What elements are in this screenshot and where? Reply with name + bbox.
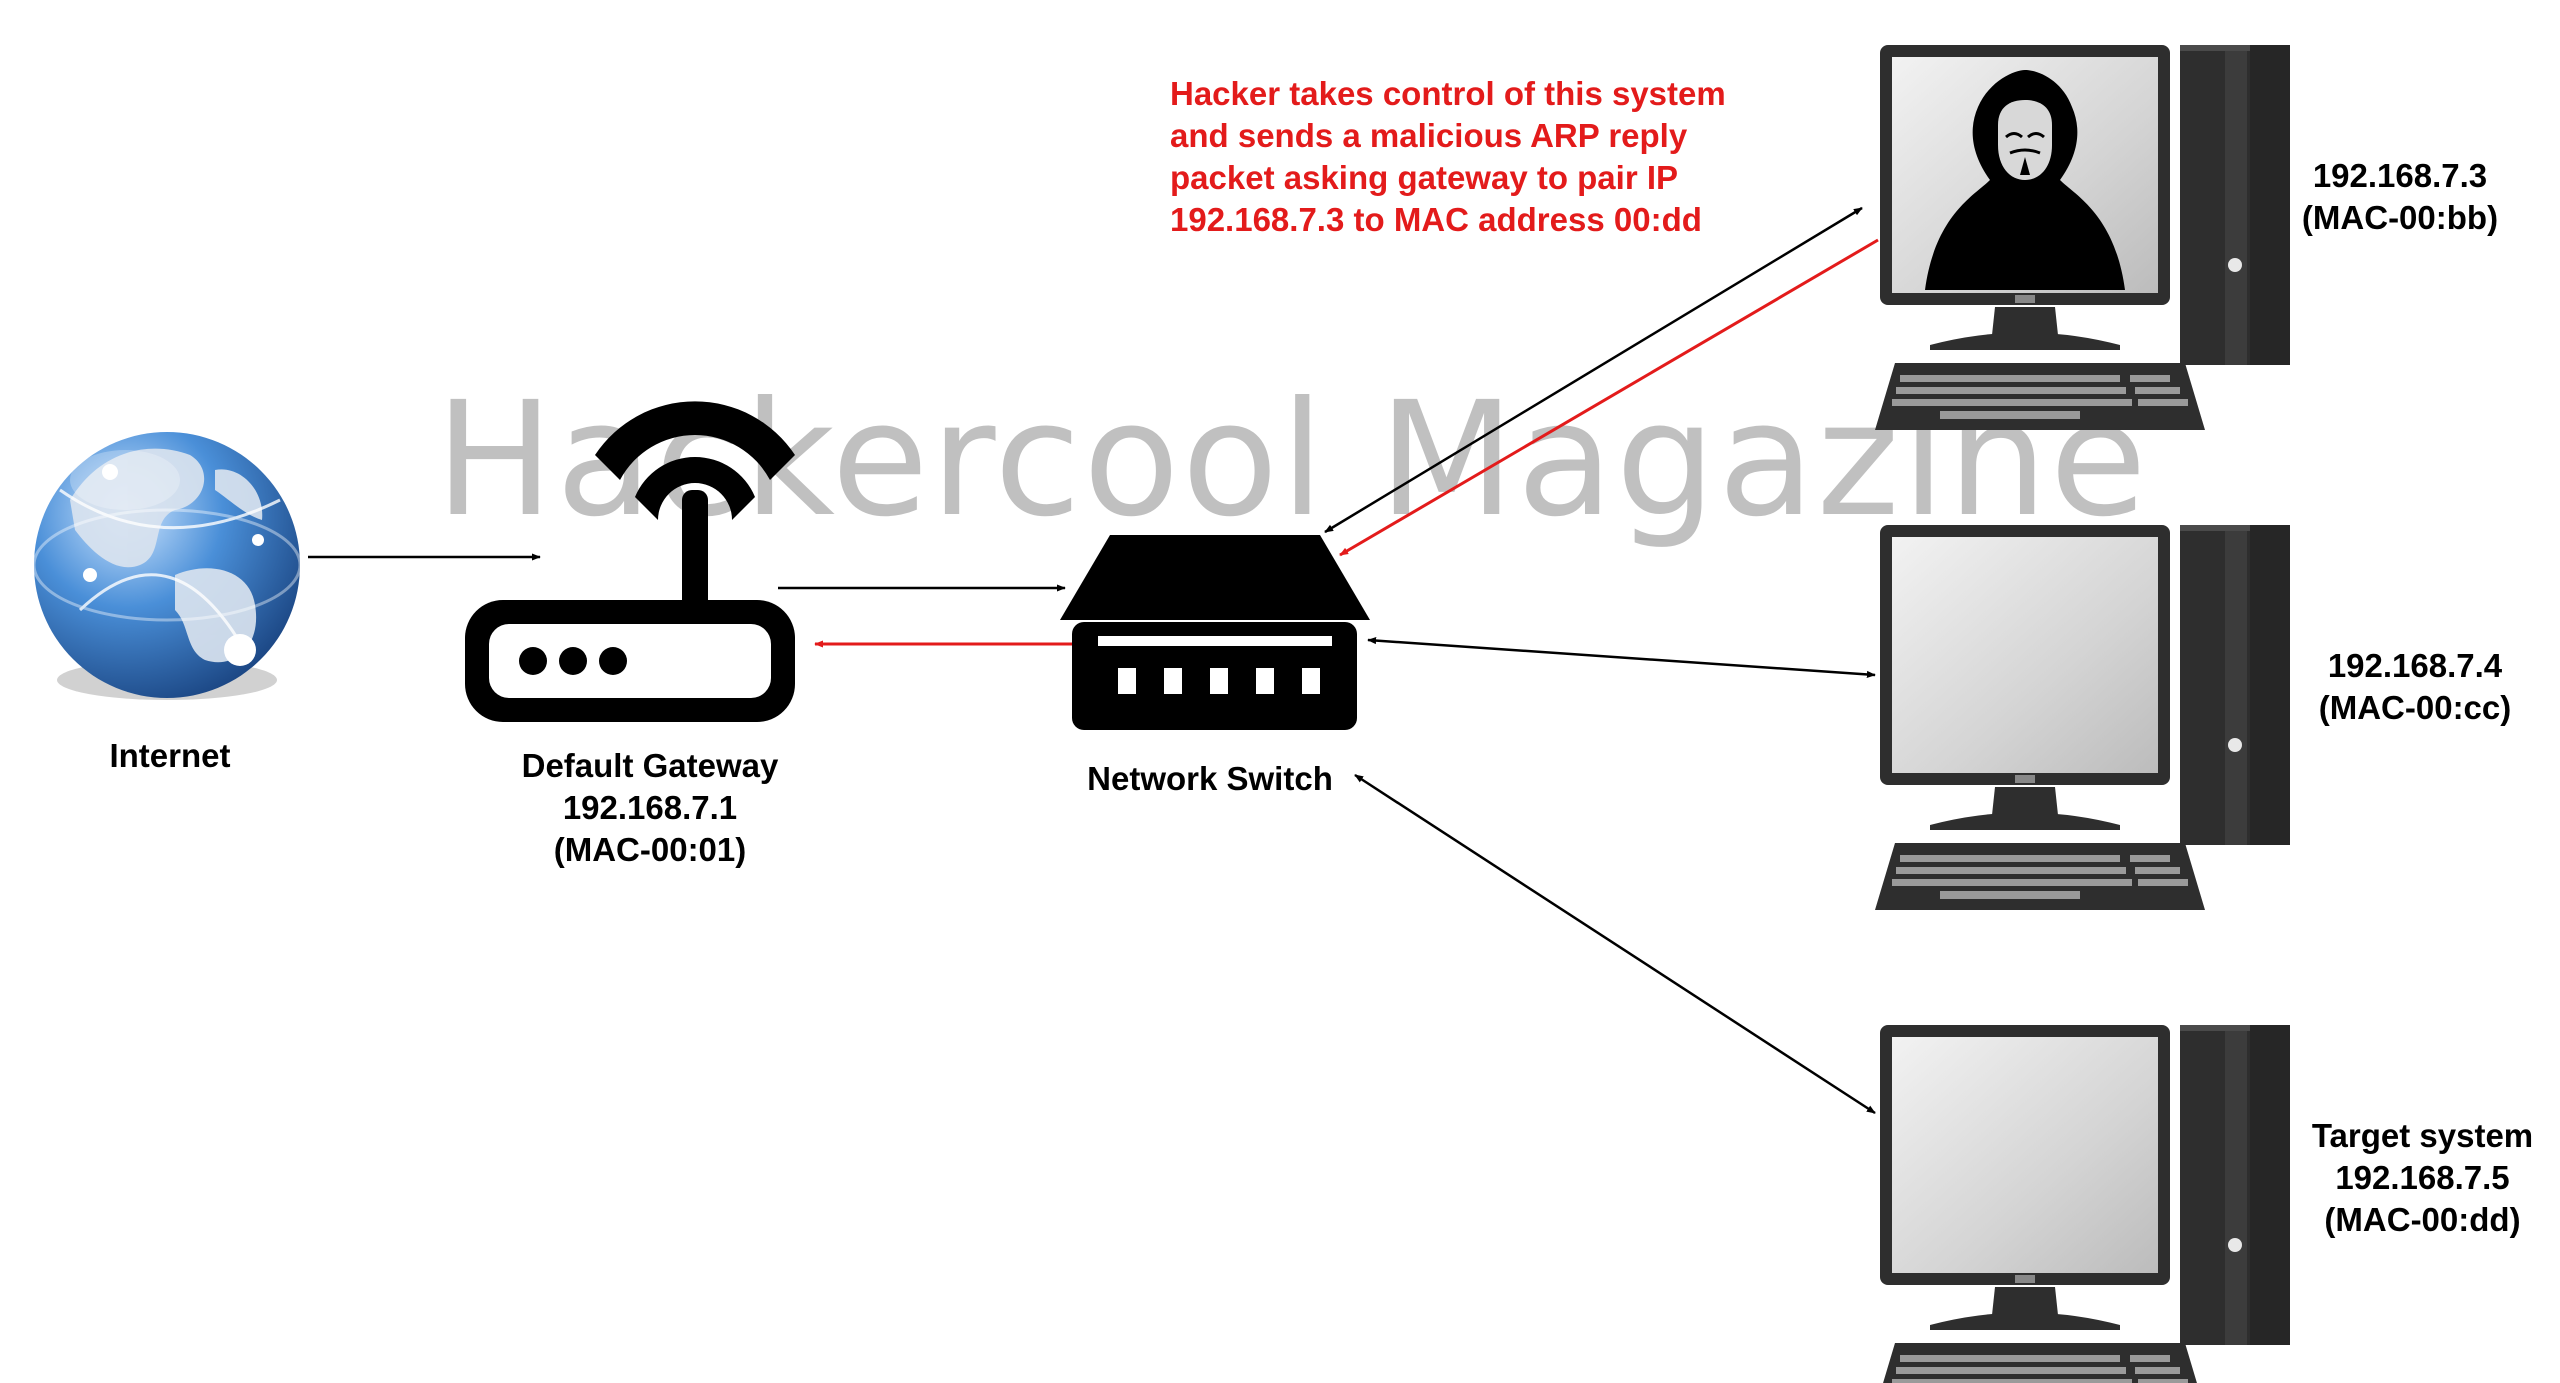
link-switch-pc-cc	[1367, 636, 1876, 679]
hacker-figure-icon	[1925, 70, 2125, 290]
globe-icon	[32, 432, 302, 700]
switch-icon	[1060, 535, 1370, 730]
link-hacker-switch-spoofed	[1339, 238, 1879, 557]
target-pc-label: Target system 192.168.7.5 (MAC-00:dd)	[2311, 1117, 2534, 1238]
switch-label: Network Switch	[1087, 760, 1333, 797]
link-switch-hacker	[1324, 206, 1863, 534]
computer-icon-target	[1875, 1025, 2290, 1383]
hacker-computer-icon	[1875, 45, 2290, 430]
computer-icon-pc-cc	[1875, 525, 2290, 910]
connectors	[308, 206, 1879, 1115]
router-icon	[465, 401, 795, 722]
link-switch-target	[1354, 773, 1876, 1115]
pc-cc-label: 192.168.7.4 (MAC-00:cc)	[2318, 647, 2512, 726]
attack-note: Hacker takes control of this system and …	[1170, 75, 1726, 238]
hacker-pc-label: 192.168.7.3 (MAC-00:bb)	[2301, 157, 2499, 236]
internet-label: Internet	[109, 737, 231, 774]
gateway-label: Default Gateway 192.168.7.1 (MAC-00:01)	[521, 747, 779, 868]
